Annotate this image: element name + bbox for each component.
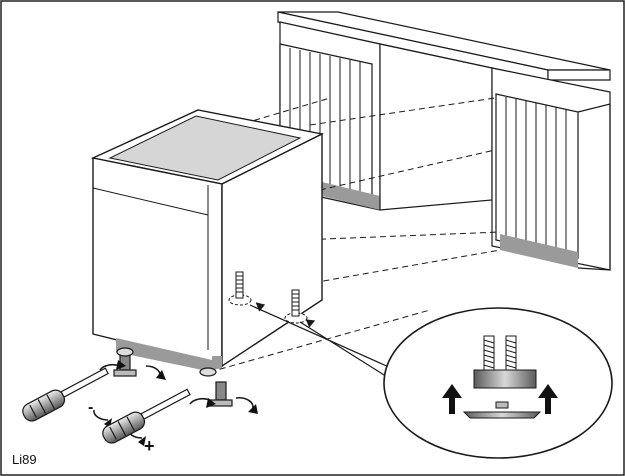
minus-sign: -	[88, 399, 93, 416]
detail-magnifier	[383, 307, 613, 459]
up-arrow-icon	[442, 384, 558, 414]
dishwasher	[90, 109, 325, 372]
callout-lines	[249, 302, 401, 381]
figure-label: Li89	[12, 452, 37, 467]
front-feet	[113, 347, 233, 407]
screwdriver-icon	[22, 367, 191, 444]
adjustable-foot-icon	[462, 335, 542, 419]
rear-feet	[228, 271, 308, 324]
kitchen-cabinets	[277, 11, 611, 271]
plus-sign: +	[144, 436, 155, 456]
